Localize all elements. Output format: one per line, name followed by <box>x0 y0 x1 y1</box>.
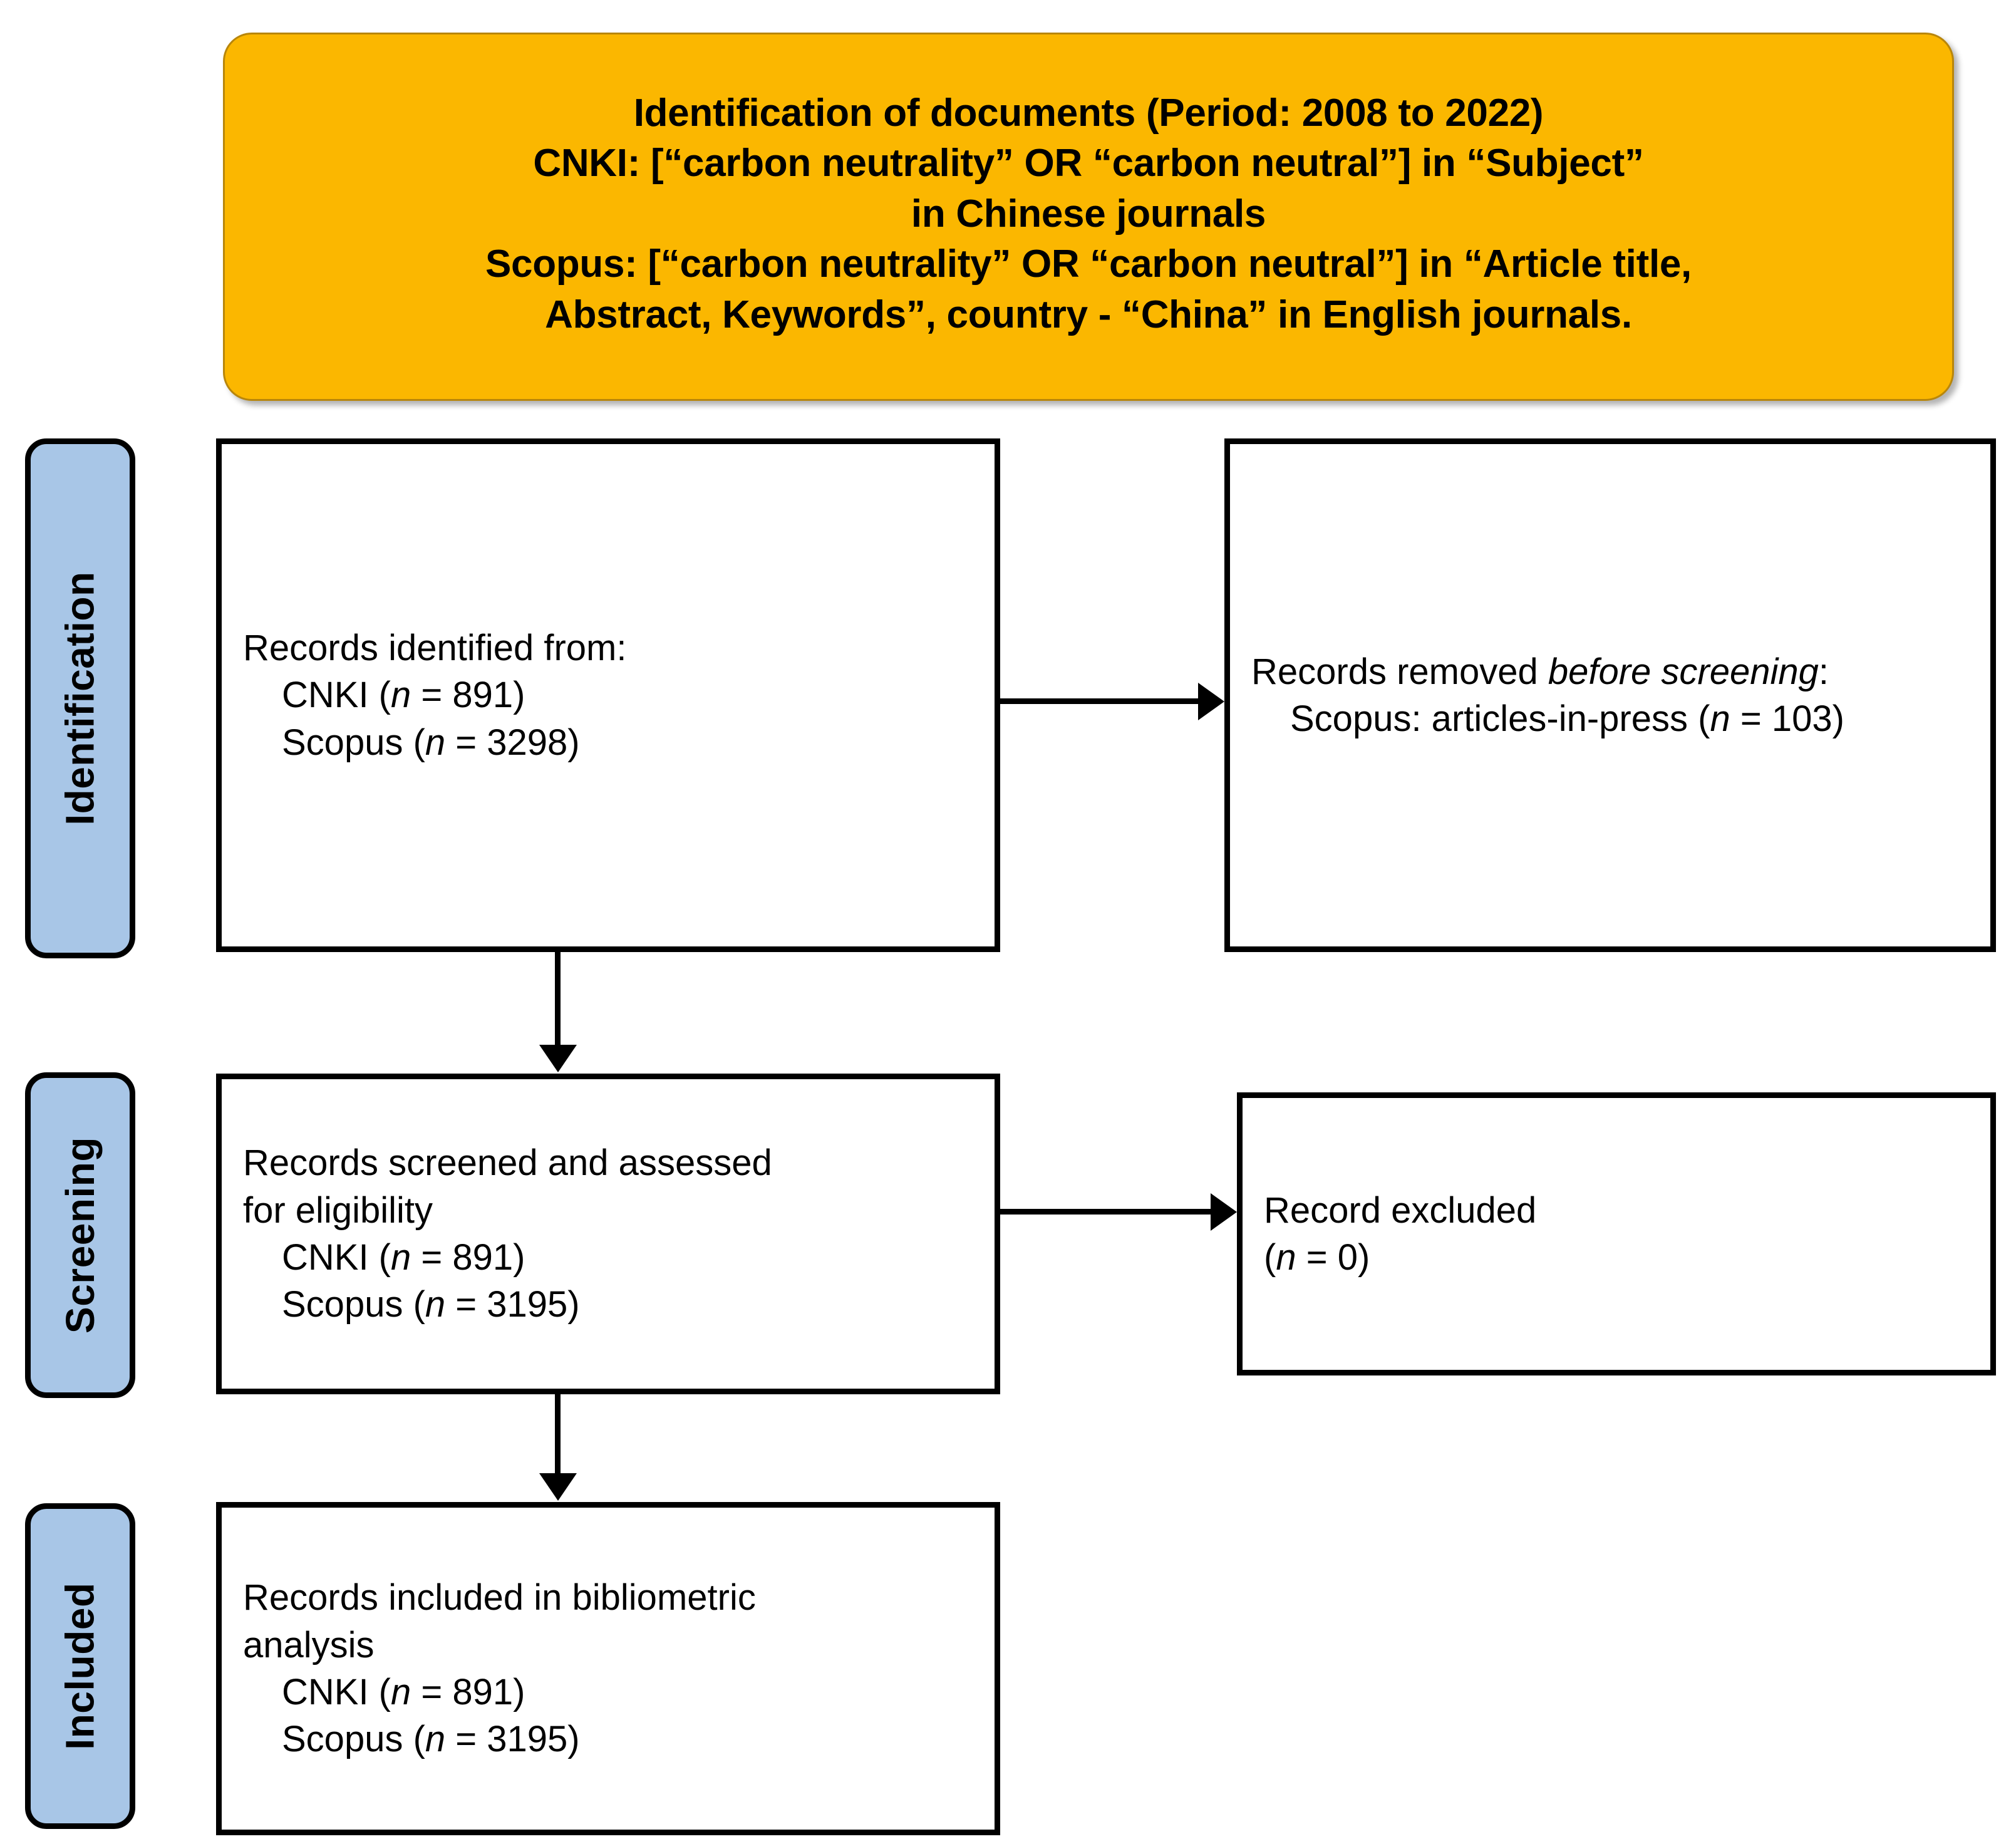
records-included-cnki-count: 891 <box>452 1672 514 1712</box>
arrow-down-icon-screened-to-included <box>555 1394 561 1476</box>
records-screened-cnki: CNKI (n = 891) <box>282 1237 525 1278</box>
arrow-right-icon-screened-to-excluded <box>1000 1209 1213 1215</box>
records-identified-cnki: CNKI (n = 891) <box>282 675 525 716</box>
box-record-excluded: Record excluded (n = 0) <box>1237 1092 1996 1375</box>
records-identified-cnki-count: 891 <box>452 675 514 716</box>
banner-line-4: Scopus: [“carbon neutrality” OR “carbon … <box>485 242 1692 286</box>
records-identified-title: Records identified from: <box>243 627 627 668</box>
phase-tab-identification: Identification <box>25 438 135 958</box>
records-identified-scopus: Scopus (n = 3298) <box>282 722 580 763</box>
records-removed-title-suffix: : <box>1818 651 1829 692</box>
identification-criteria-banner: Identification of documents (Period: 200… <box>223 33 1954 401</box>
phase-tab-identification-label: Identification <box>58 571 103 826</box>
records-screened-title-line2: for eligibility <box>243 1189 433 1231</box>
phase-tab-included: Included <box>25 1503 135 1829</box>
records-removed-title: Records removed before screening: <box>1251 648 1969 695</box>
banner-line-1: Identification of documents (Period: 200… <box>633 91 1544 135</box>
records-included-scopus: Scopus (n = 3195) <box>282 1719 580 1760</box>
records-removed-title-plain: Records removed <box>1251 651 1548 692</box>
records-screened-cnki-count: 891 <box>452 1237 514 1278</box>
box-records-screened: Records screened and assessed for eligib… <box>216 1074 1000 1394</box>
arrow-right-icon-identified-to-removed <box>1000 698 1201 704</box>
arrow-down-icon-identified-to-screened <box>555 952 561 1047</box>
records-identified-scopus-count: 3298 <box>487 722 568 763</box>
box-records-identified: Records identified from: CNKI (n = 891) … <box>216 438 1000 952</box>
records-screened-scopus: Scopus (n = 3195) <box>282 1284 580 1325</box>
banner-line-3: in Chinese journals <box>911 192 1266 236</box>
phase-tab-included-label: Included <box>58 1582 103 1750</box>
box-records-included: Records included in bibliometric analysi… <box>216 1502 1000 1835</box>
phase-tab-screening-label: Screening <box>58 1137 103 1334</box>
records-included-cnki: CNKI (n = 891) <box>282 1672 525 1712</box>
banner-line-2: CNKI: [“carbon neutrality” OR “carbon ne… <box>533 142 1644 185</box>
phase-tab-screening: Screening <box>25 1072 135 1398</box>
records-included-title-line1: Records included in bibliometric <box>243 1577 756 1619</box>
box-records-removed: Records removed before screening: Scopus… <box>1224 438 1996 952</box>
records-included-scopus-count: 3195 <box>487 1719 568 1760</box>
records-screened-scopus-count: 3195 <box>487 1284 568 1325</box>
records-screened-title-line1: Records screened and assessed <box>243 1142 772 1184</box>
record-excluded-title: Record excluded <box>1264 1189 1537 1231</box>
banner-line-5: Abstract, Keywords”, country - “China” i… <box>545 293 1632 336</box>
record-excluded-count: (n = 0) <box>1264 1237 1370 1278</box>
records-removed-scopus-count: 103 <box>1771 698 1832 739</box>
records-removed-title-italic: before screening <box>1548 651 1819 692</box>
records-included-title-line2: analysis <box>243 1624 375 1665</box>
records-removed-scopus: Scopus: articles-in-press (n = 103) <box>1290 698 1844 739</box>
record-excluded-count-value: 0 <box>1337 1237 1358 1278</box>
